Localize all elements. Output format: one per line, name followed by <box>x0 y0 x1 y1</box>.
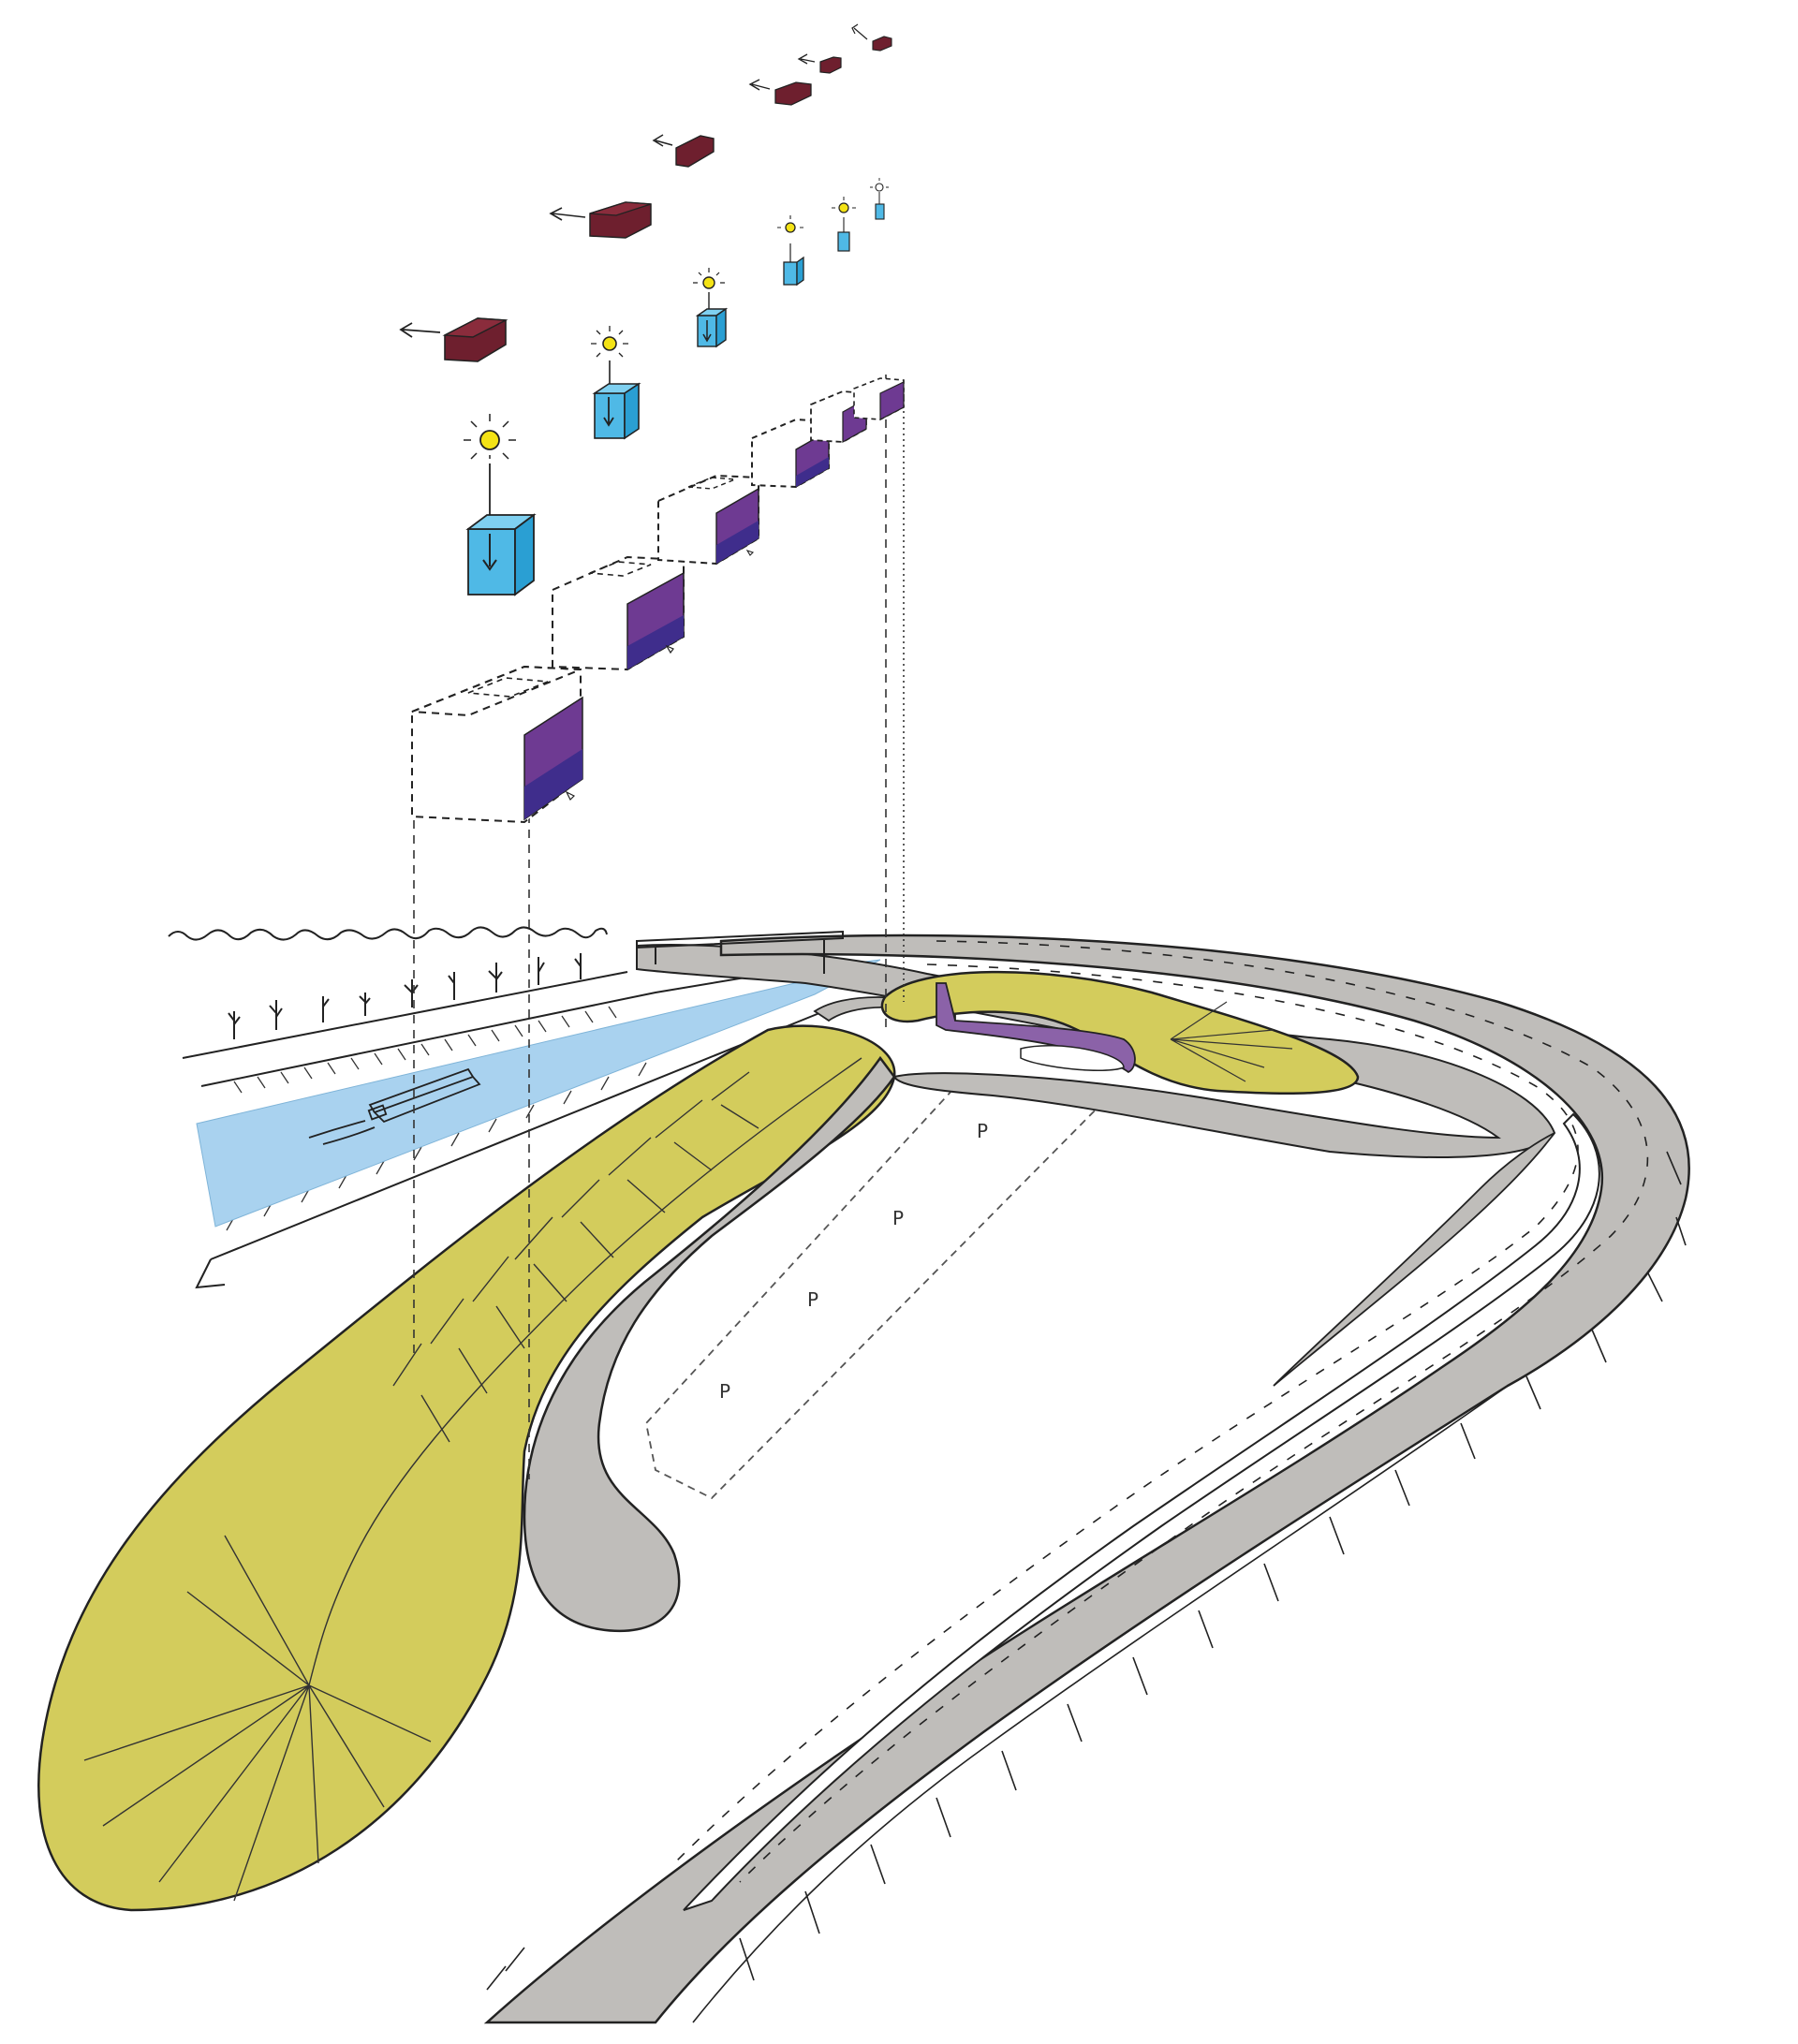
canal-bank-near <box>210 1010 825 1260</box>
outgoing-volume-6 <box>851 23 892 51</box>
building-stack <box>411 377 905 824</box>
bridge <box>636 930 844 974</box>
leaf-veins <box>83 1057 862 1902</box>
building-volume-2 <box>552 555 685 671</box>
arrow-left-icon <box>652 134 673 147</box>
highway-embankment <box>486 1151 1687 2023</box>
sun-icon <box>464 414 516 460</box>
arrow-left-icon <box>549 207 586 221</box>
highway-median <box>683 1112 1600 1911</box>
sun-icon <box>832 197 856 213</box>
sun-icon <box>693 268 725 289</box>
building-volume-3 <box>657 474 759 566</box>
building-volume-6 <box>853 377 905 420</box>
highway-outer-lane <box>483 934 1690 2024</box>
sun-icon <box>591 326 628 358</box>
green-roof-back <box>880 970 1360 1096</box>
parking-label: P <box>719 1380 730 1403</box>
sun-icon <box>870 178 889 192</box>
light-shaft-2 <box>591 326 641 440</box>
green-roof-main <box>37 1024 896 1912</box>
sun-icon <box>777 215 803 233</box>
arrow-down-icon <box>702 320 712 343</box>
parking-label: P <box>807 1288 818 1311</box>
building-volume-5 <box>810 390 867 444</box>
arrow-down-icon <box>482 534 497 571</box>
light-shafts <box>464 178 889 596</box>
outgoing-volume-1 <box>399 317 508 362</box>
light-shaft-1 <box>464 414 537 596</box>
building-volume-4 <box>751 418 830 489</box>
parking-label: P <box>977 1120 988 1142</box>
building-volume-1 <box>411 665 583 824</box>
outgoing-volume-2 <box>549 201 652 239</box>
ground-plane: P P P P <box>37 926 1690 2024</box>
outgoing-volume-4 <box>748 79 812 106</box>
projection-lines <box>413 375 905 1479</box>
slip-road <box>1273 1132 1555 1387</box>
access-road-loop <box>523 1055 896 1633</box>
horizon-tree-line <box>168 926 608 941</box>
arrow-left-icon <box>748 79 771 91</box>
light-shaft-6 <box>870 178 889 220</box>
light-shaft-5 <box>832 197 856 252</box>
arrow-left-icon <box>851 23 868 40</box>
light-shaft-4 <box>777 215 804 287</box>
embankment-hatching <box>226 1006 647 1231</box>
arrow-left-icon <box>399 322 441 338</box>
embankment-edge <box>195 1258 226 1289</box>
outgoing-volumes <box>399 23 892 362</box>
tree-line-ground <box>182 971 628 1059</box>
light-shaft-3 <box>693 268 729 348</box>
outgoing-volume-5 <box>797 53 842 74</box>
trees <box>228 953 582 1039</box>
parking-label: P <box>892 1207 904 1229</box>
outgoing-volume-3 <box>652 134 715 168</box>
building-plaza <box>1020 1045 1125 1072</box>
barge <box>308 1067 481 1145</box>
lane-markings <box>673 940 1649 1883</box>
arrow-left-icon <box>797 53 816 65</box>
back-roof-veins <box>1170 1001 1293 1082</box>
arrow-down-icon <box>603 397 614 427</box>
